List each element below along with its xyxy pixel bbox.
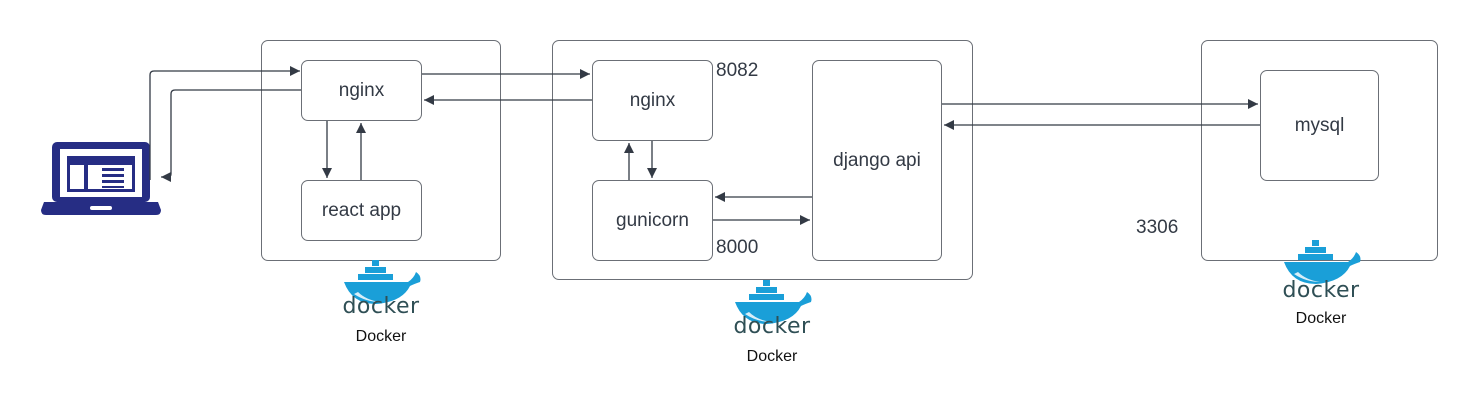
container-caption-database: Docker: [1295, 310, 1347, 327]
docker-logo-text: docker: [733, 314, 811, 339]
gunicorn-label: gunicorn: [616, 209, 689, 231]
mysql-label: mysql: [1294, 114, 1345, 136]
docker-logo-icon: [735, 280, 812, 324]
mysql-node[interactable]: mysql: [1260, 70, 1379, 181]
django-api-node[interactable]: django api: [812, 60, 942, 261]
port-label-nginx: 8082: [716, 60, 759, 81]
nginx-backend-node[interactable]: nginx: [592, 60, 713, 141]
docker-logo-text: docker: [342, 294, 420, 319]
port-label-mysql: 3306: [1136, 217, 1179, 238]
docker-logo-icon: [344, 260, 421, 304]
docker-logo-text: docker: [1282, 278, 1360, 303]
container-caption-backend: Docker: [746, 348, 798, 365]
arrow-laptop-to-nginx: [149, 66, 300, 180]
nginx-frontend-node[interactable]: nginx: [301, 60, 422, 121]
docker-logo-icon: [1284, 240, 1361, 284]
nginx-frontend-label: nginx: [338, 79, 385, 101]
gunicorn-node[interactable]: gunicorn: [592, 180, 713, 261]
nginx-backend-label: nginx: [629, 89, 676, 111]
react-app-node[interactable]: react app: [301, 180, 422, 241]
laptop-icon: [41, 142, 161, 215]
react-app-label: react app: [321, 199, 402, 221]
container-caption-frontend: Docker: [355, 328, 407, 345]
arrow-nginx-to-laptop: [161, 89, 301, 182]
django-api-label: django api: [833, 149, 921, 171]
port-label-gunicorn: 8000: [716, 237, 759, 258]
